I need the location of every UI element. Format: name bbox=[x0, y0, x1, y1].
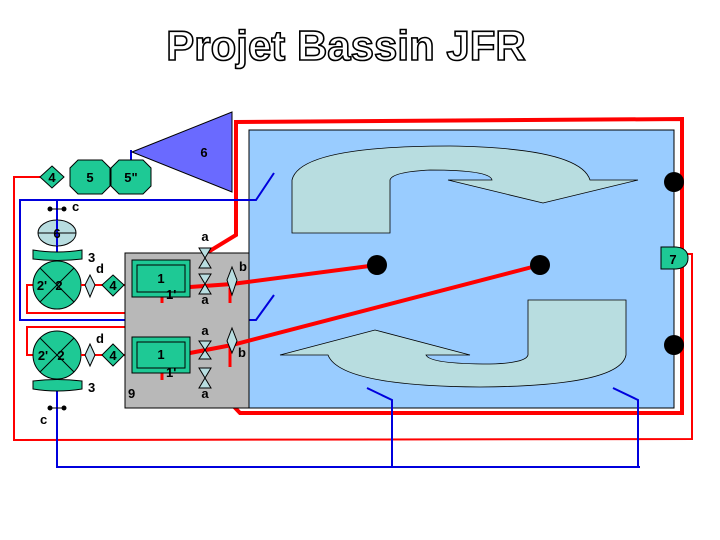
pump-bottom-label-b: 2 bbox=[57, 348, 64, 363]
b-top-label: b bbox=[239, 259, 247, 274]
b-bottom-label: b bbox=[238, 345, 246, 360]
outlet-nozzle-bottom[interactable] bbox=[664, 335, 684, 355]
circulation-arrow-top bbox=[291, 145, 639, 234]
cabinet-label: 9 bbox=[128, 386, 135, 401]
filter-top-label: 1 bbox=[157, 271, 164, 286]
pump-top-label-b: 2 bbox=[55, 278, 62, 293]
octagon-5b[interactable] bbox=[110, 159, 152, 195]
a3-label: a bbox=[201, 323, 209, 338]
valve-a-3[interactable] bbox=[198, 340, 212, 360]
diamond-4-mid-top[interactable] bbox=[101, 274, 125, 297]
valve-a-4[interactable] bbox=[198, 367, 212, 389]
a4-label: a bbox=[201, 386, 209, 401]
diamond-mid-bottom-label: 4 bbox=[109, 348, 117, 363]
valve-d-top[interactable] bbox=[84, 273, 96, 299]
filter-1-bottom[interactable] bbox=[131, 336, 191, 374]
d-top-label: d bbox=[96, 261, 104, 276]
pump-bottom-label-a: 2' bbox=[38, 348, 48, 363]
skimmer-7[interactable] bbox=[660, 246, 689, 270]
diagram-title: Projet Bassin JFR bbox=[166, 22, 525, 69]
c-bottom-label: c bbox=[40, 412, 47, 427]
valve-a-2[interactable] bbox=[198, 273, 212, 295]
valve-b-bottom[interactable] bbox=[226, 326, 238, 355]
hopper-6[interactable] bbox=[130, 111, 233, 193]
inlet-nozzle-2[interactable] bbox=[530, 255, 550, 275]
a2-label: a bbox=[201, 292, 209, 307]
skimmer-label: 7 bbox=[669, 252, 676, 267]
diamond-mid-top-label: 4 bbox=[109, 278, 117, 293]
diamond-top-label: 4 bbox=[48, 170, 56, 185]
inlet-nozzle-1[interactable] bbox=[367, 255, 387, 275]
filter-1-top[interactable] bbox=[131, 259, 191, 298]
hopper-label: 6 bbox=[200, 145, 207, 160]
pump-top-label-a: 2' bbox=[37, 278, 47, 293]
bar-3-top[interactable] bbox=[32, 249, 83, 261]
d-bottom-label: d bbox=[96, 331, 104, 346]
diamond-4-top[interactable] bbox=[39, 165, 65, 189]
octagon-5-label: 5 bbox=[86, 170, 93, 185]
bar-bottom-label: 3 bbox=[88, 380, 95, 395]
filter-top-sublabel: 1' bbox=[166, 287, 176, 302]
ellipse-label: 6 bbox=[53, 226, 60, 241]
a1-label: a bbox=[201, 229, 209, 244]
c-top-label: c bbox=[72, 199, 79, 214]
circulation-arrow-bottom bbox=[279, 299, 627, 388]
valve-d-bottom[interactable] bbox=[84, 342, 96, 368]
bar-top-label: 3 bbox=[88, 250, 95, 265]
filter-bottom-label: 1 bbox=[157, 347, 164, 362]
pipe-thin-red-outer bbox=[13, 176, 693, 442]
filter-bottom-sublabel: 1' bbox=[166, 365, 176, 380]
valve-a-1[interactable] bbox=[198, 247, 212, 269]
diamond-4-mid-bottom[interactable] bbox=[101, 343, 125, 367]
valve-b-top[interactable] bbox=[226, 265, 238, 297]
bar-3-bottom[interactable] bbox=[32, 379, 83, 392]
octagon-5b-label: 5" bbox=[124, 170, 137, 185]
outlet-nozzle-top[interactable] bbox=[664, 172, 684, 192]
octagon-5[interactable] bbox=[69, 159, 111, 195]
return-pipe-main bbox=[188, 116, 684, 415]
